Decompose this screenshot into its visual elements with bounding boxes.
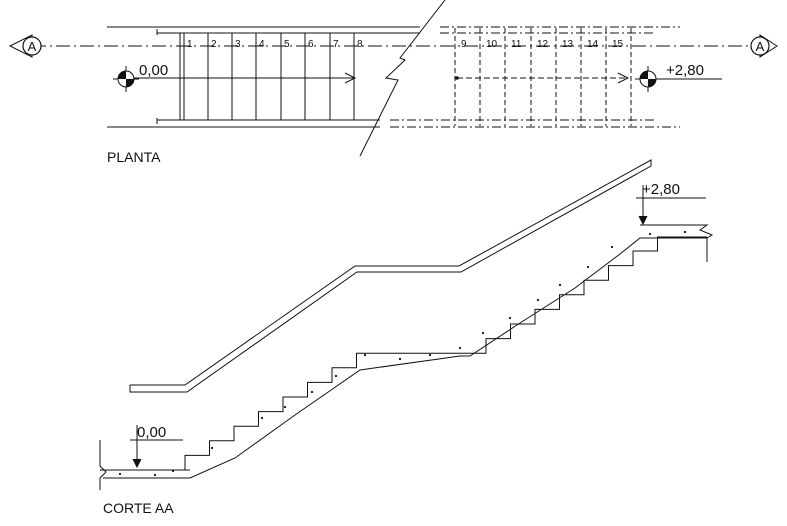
level-label-section-start: 0,00 — [137, 424, 166, 441]
handrail — [129, 159, 652, 393]
hatch-dot — [458, 346, 462, 350]
plan-treads-upper — [454, 28, 632, 126]
hatch-dot — [334, 374, 338, 378]
top-break-line — [640, 224, 714, 262]
section-label: CORTE AA — [103, 500, 174, 516]
hatch-dot — [210, 446, 214, 450]
step-number: 8 — [357, 39, 363, 50]
step-number: 5 — [284, 39, 290, 50]
hatch-dot — [683, 230, 687, 234]
hatch-dot — [586, 265, 590, 269]
hatch-dot — [153, 473, 157, 477]
hatch-dot — [558, 283, 562, 287]
stair-hatch — [118, 230, 687, 477]
level-marker-plan-end: +2,80 — [635, 62, 722, 92]
hatch-dot — [363, 353, 367, 357]
step-number: 7 — [333, 39, 339, 50]
step-number: 15 — [612, 39, 624, 50]
step-number: 4 — [259, 39, 265, 50]
section-view: 0,00 +2,80 CORTE AA — [99, 159, 714, 516]
level-marker-section-start: 0,00 — [130, 424, 183, 469]
section-marker-left: A — [8, 34, 42, 58]
step-number: 14 — [587, 39, 599, 50]
level-label-plan-start: 0,00 — [139, 62, 168, 79]
plan-step-numbers-lower: 1 2 3 4 5 6 7 8 — [187, 39, 363, 50]
level-label-section-end: +2,80 — [642, 181, 680, 198]
plan-treads-lower — [179, 33, 355, 120]
hatch-dot — [481, 331, 485, 335]
plan-walls-lower — [107, 26, 420, 128]
floor-slab-bottom — [99, 440, 190, 490]
step-number: 9 — [461, 39, 467, 50]
step-number: 12 — [537, 39, 549, 50]
section-marker-right: A — [750, 34, 778, 58]
hatch-dot — [398, 357, 402, 361]
step-number: 1 — [187, 39, 193, 50]
step-number: 6 — [308, 39, 314, 50]
section-marker-letter-right: A — [756, 39, 765, 54]
plan-step-numbers-upper: 9 10 11 12 13 14 15 — [461, 39, 624, 50]
walk-line-upper — [455, 72, 630, 84]
step-number: 13 — [562, 39, 574, 50]
level-label-plan-end: +2,80 — [666, 62, 704, 79]
stair-slab — [103, 236, 707, 479]
step-number: 10 — [486, 39, 498, 50]
hatch-dot — [536, 298, 540, 302]
plan-label: PLANTA — [107, 149, 161, 165]
hatch-dot — [310, 390, 314, 394]
break-line — [359, 0, 446, 157]
step-number: 11 — [511, 39, 522, 50]
plan-walls-upper — [390, 26, 680, 128]
level-marker-section-end: +2,80 — [636, 181, 706, 226]
step-number: 2 — [211, 39, 217, 50]
step-number: 3 — [235, 39, 241, 50]
section-marker-letter-left: A — [28, 39, 37, 54]
hatch-dot — [260, 416, 264, 420]
hatch-dot — [118, 472, 122, 476]
hatch-dot — [428, 353, 432, 357]
level-marker-plan-start: 0,00 — [113, 62, 185, 92]
hatch-dot — [283, 405, 287, 409]
hatch-dot — [648, 232, 652, 236]
hatch-dot — [610, 245, 614, 249]
hatch-dot — [508, 316, 512, 320]
